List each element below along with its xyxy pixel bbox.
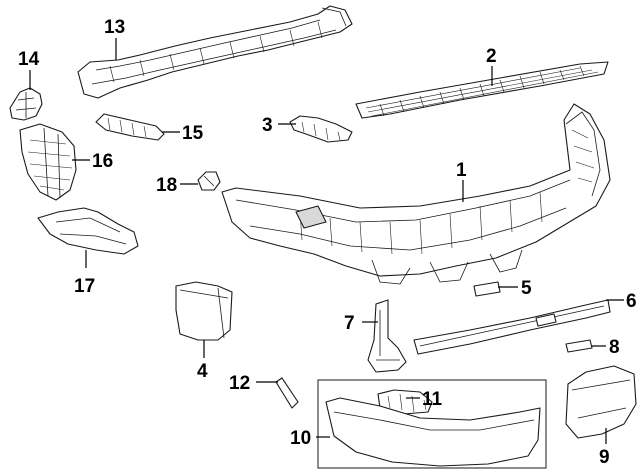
part-15-retainer [95,113,165,141]
callout-18: 18 [156,175,177,196]
callout-4: 4 [197,361,208,382]
part-17-deflector [37,207,139,255]
part-2-upper-strip [355,61,609,119]
callout-17: 17 [74,276,95,297]
callout-14: 14 [18,49,40,70]
callout-6: 6 [626,291,637,312]
part-16-side-bracket [19,123,77,201]
callout-9: 9 [599,447,610,468]
part-5-pad [473,281,501,297]
callout-13: 13 [104,17,125,38]
callout-5: 5 [521,278,532,299]
callout-labels: 1 2 3 4 5 6 7 8 9 10 11 12 13 14 15 16 1… [18,17,637,468]
part-18-clip [197,171,221,191]
part-6-molding-strip [413,299,611,355]
callout-3: 3 [262,115,273,136]
callout-12: 12 [229,373,250,394]
part-9-corner-extension [565,365,637,439]
part-10-diffuser-frame [317,379,547,469]
callout-7: 7 [344,313,355,334]
part-4-cover-panel [175,281,233,341]
part-8-pad [565,339,593,353]
part-13-energy-absorber [77,5,353,99]
part-3-center-bracket [289,115,353,143]
callout-2: 2 [486,46,497,67]
callout-11: 11 [422,389,443,410]
callout-15: 15 [182,123,204,144]
part-1-bumper-reinforcement [221,103,611,285]
callout-8: 8 [609,337,620,358]
callout-1: 1 [456,160,467,181]
part-7-vertical-bracket [367,299,407,373]
part-12-trim [275,377,299,409]
callout-10: 10 [290,428,311,449]
callout-16: 16 [92,151,113,172]
part-14-bracket [9,87,43,121]
leader-lines [29,38,624,444]
